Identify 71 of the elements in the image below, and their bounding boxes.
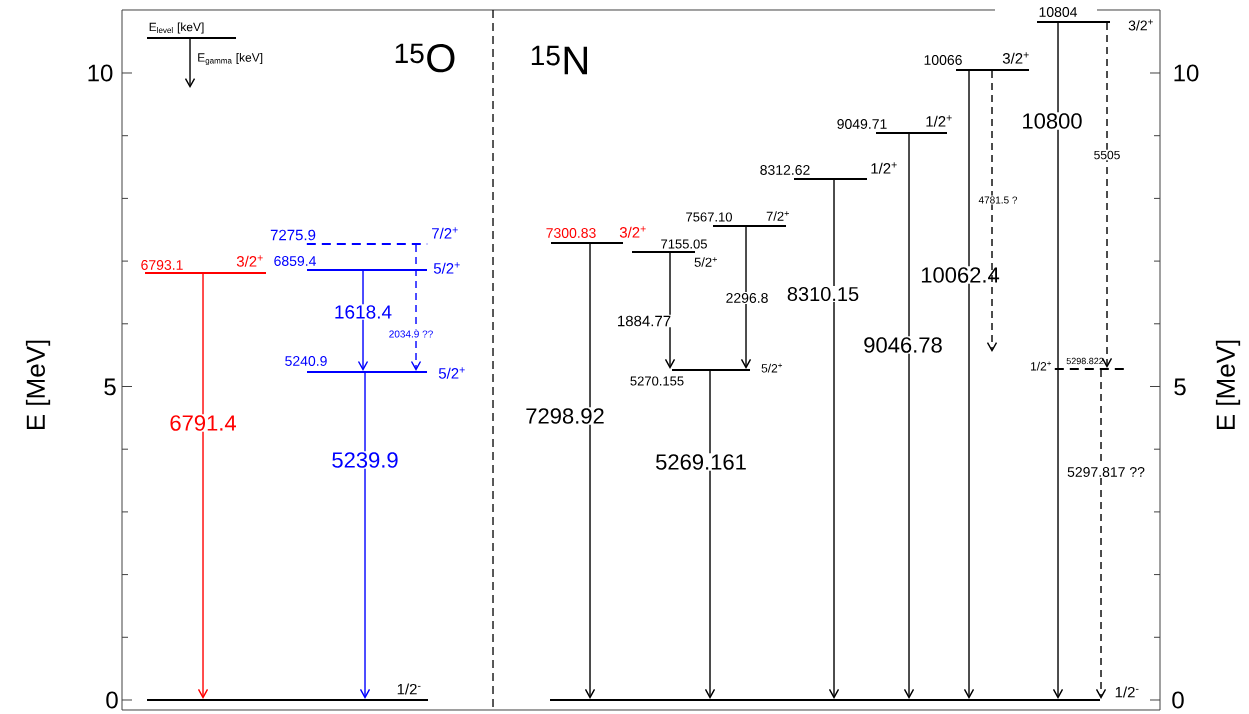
tick-label: 0	[1172, 691, 1184, 709]
spin-label: 1/2$^{+}$	[926, 115, 952, 127]
arrow	[986, 70, 998, 352]
arrow	[740, 226, 752, 369]
arrow	[1095, 369, 1107, 699]
axis-title: E [MeV]	[25, 340, 51, 430]
edge-label: 2296.8	[724, 292, 770, 304]
arrow	[1052, 22, 1064, 699]
energy-label: 10804	[1039, 7, 1078, 17]
spin-label: 5/2$^{+}$	[438, 367, 465, 379]
axis-title: E [MeV]	[1215, 340, 1241, 430]
edge-label: 8310.15	[785, 285, 861, 303]
edge-label: 5505	[1092, 149, 1122, 161]
isotope-title: $^{15}$N	[531, 45, 587, 75]
arrow	[664, 252, 676, 369]
energy-label: 7567.10	[686, 212, 732, 222]
edge-label: 9046.78	[862, 336, 944, 354]
spin-label: 1/2$^{-}$	[397, 683, 421, 695]
edge-label: 5297.817 ??	[1066, 466, 1146, 478]
arrow	[828, 179, 840, 699]
spin-label: 7/2$^{+}$	[766, 211, 789, 221]
spin-label: 3/2$^{+}$	[619, 226, 646, 238]
spin-label: 1/2$^{-}$	[1115, 686, 1139, 698]
spin-label: 3/2$^{+}$	[1128, 19, 1153, 31]
edge-label: 5239.9	[330, 451, 400, 469]
edge-label: 2034.9 ??	[387, 329, 435, 339]
arrow	[584, 243, 596, 699]
edge-label: 10800	[1020, 112, 1084, 130]
energy-label: 6859.4	[274, 256, 316, 266]
edge-label: 4781.5 ?	[977, 195, 1019, 205]
arrow	[197, 273, 209, 699]
arrow	[357, 270, 369, 371]
energy-label: 9049.71	[837, 119, 887, 129]
spin-label: 5/2$^{+}$	[694, 257, 717, 267]
arrow	[410, 244, 422, 371]
arrow	[184, 38, 196, 88]
edge-label: 6791.4	[168, 414, 238, 432]
edge-label: 1884.77	[615, 314, 673, 328]
energy-label: 7155.05	[661, 239, 707, 249]
edge-label: 7298.92	[524, 407, 606, 425]
edge-label: E$_{gamma}$ [keV]	[198, 52, 263, 66]
spin-label: 7/2$^{+}$	[432, 227, 458, 239]
spin-label: 3/2$^{+}$	[236, 255, 263, 267]
arrow	[359, 372, 371, 699]
energy-label: 5270.155	[630, 376, 684, 386]
energy-label: 7275.9	[270, 229, 316, 241]
tick-label: 5	[104, 378, 116, 396]
energy-label: 5298.822	[1066, 357, 1104, 365]
spin-label: 5/2$^{+}$	[433, 262, 460, 274]
edge-label: 1618.4	[332, 304, 394, 320]
tick-label: 0	[106, 691, 118, 709]
edge-label: 5269.161	[654, 453, 748, 471]
spin-label: 1/2$^{+}$	[1031, 361, 1052, 371]
tick-label: 5	[1174, 378, 1186, 396]
energy-label: 10066	[924, 55, 962, 65]
arrow	[903, 133, 915, 699]
spin-label: 3/2$^{+}$	[1002, 52, 1029, 64]
arrow	[704, 370, 716, 699]
spin-label: 5/2$^{+}$	[761, 363, 783, 373]
tick-label: 10	[1174, 64, 1199, 82]
isotope-title: $^{15}$O	[395, 43, 455, 73]
arrow	[1101, 22, 1113, 368]
key-label: E$_{level}$ [keV]	[149, 22, 204, 34]
energy-label: 8312.62	[760, 165, 810, 175]
edge-label: 10062.4	[919, 266, 1001, 284]
energy-label: 6793.1	[141, 260, 183, 270]
energy-label: 5240.9	[285, 356, 327, 366]
spin-label: 1/2$^{+}$	[871, 162, 897, 174]
arrow	[963, 70, 975, 699]
tick-label: 10	[88, 64, 113, 82]
energy-label: 7300.83	[546, 228, 596, 238]
